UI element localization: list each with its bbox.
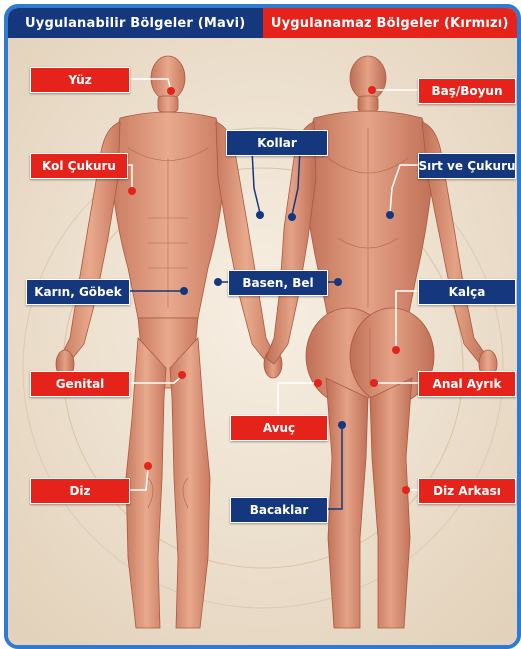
dot-avuc [314, 379, 322, 387]
label-basen-bel: Basen, Bel [228, 270, 328, 296]
dot-kollar-2 [288, 213, 296, 221]
label-diz-arkasi: Diz Arkası [418, 478, 516, 504]
dot-bacaklar [338, 421, 346, 429]
dot-basen-l [214, 278, 222, 286]
dot-basen-r [334, 278, 342, 286]
header-bar: Uygulanabilir Bölgeler (Mavi) Uygulanama… [8, 8, 517, 38]
label-anal-ayrik: Anal Ayrık [418, 371, 516, 397]
dot-genital [178, 371, 186, 379]
label-diz: Diz [30, 478, 130, 504]
label-karin-gobek: Karın, Göbek [26, 279, 130, 305]
dot-karin [180, 287, 188, 295]
dot-kalca [392, 346, 400, 354]
label-avuc: Avuç [230, 415, 328, 441]
dot-diz [144, 462, 152, 470]
dot-anal [370, 379, 378, 387]
diagram-frame: Uygulanabilir Bölgeler (Mavi) Uygulanama… [4, 4, 521, 649]
dot-diz-arkasi [402, 486, 410, 494]
dot-kol-cukuru [128, 187, 136, 195]
label-genital: Genital [30, 371, 130, 397]
applicable-regions-title: Uygulanabilir Bölgeler (Mavi) [8, 8, 263, 38]
label-bacaklar: Bacaklar [230, 497, 328, 523]
non-applicable-regions-title: Uygulanamaz Bölgeler (Kırmızı) [263, 8, 518, 38]
label-kol-cukuru: Kol Çukuru [30, 153, 128, 179]
label-kollar: Kollar [226, 130, 328, 156]
dot-sirt [386, 211, 394, 219]
label-kalca: Kalça [418, 279, 516, 305]
dot-kollar-1 [256, 211, 264, 219]
label-sirt-cukuru: Sırt ve Çukuru [418, 153, 516, 179]
label-bas-boyun: Baş/Boyun [418, 78, 516, 104]
label-yuz: Yüz [30, 67, 130, 93]
dot-yuz [167, 87, 175, 95]
dot-bas-boyun [368, 86, 376, 94]
